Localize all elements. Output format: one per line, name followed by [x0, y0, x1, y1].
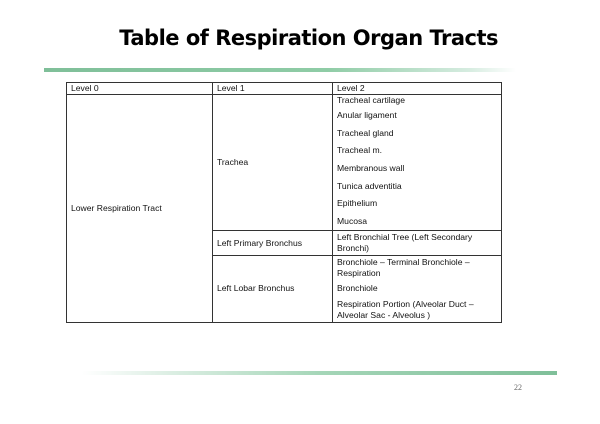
level2-cell: Left Bronchial Tree (Left Secondary Bron… — [332, 230, 502, 257]
table-header-row: Level 0 Level 1 Level 2 — [66, 82, 502, 95]
level2-item: Bronchiole — [337, 283, 378, 294]
level2-item: Tracheal gland — [337, 127, 394, 138]
level1-cell: Left Primary Bronchus — [212, 230, 333, 257]
header-level-1: Level 1 — [212, 82, 333, 95]
page-number: 22 — [514, 383, 522, 392]
level1-cell: Trachea — [212, 93, 333, 232]
level2-item: Membranous wall — [337, 163, 405, 174]
page-title: Table of Respiration Organ Tracts — [119, 26, 498, 50]
level2-item: Tracheal cartilage — [337, 95, 405, 105]
level2-item: Left Bronchial Tree (Left Secondary Bron… — [337, 232, 473, 254]
level1-cell: Left Lobar Bronchus — [212, 255, 333, 323]
table-row: Lower Respiration Tract Trachea Tracheal… — [66, 93, 502, 323]
top-accent-bar — [44, 68, 516, 72]
header-level-0: Level 0 — [66, 82, 213, 95]
bottom-accent-bar — [82, 371, 557, 375]
respiration-tract-table: Level 0 Level 1 Level 2 Lower Respiratio… — [66, 82, 502, 323]
level2-item: Bronchiole – Terminal Bronchiole – Respi… — [337, 257, 470, 279]
level2-item: Anular ligament — [337, 110, 397, 121]
level2-item: Tracheal m. — [337, 145, 383, 156]
level2-item: Epithelium — [337, 198, 378, 209]
level2-item: Tunica adventitia — [337, 180, 402, 191]
header-level-2: Level 2 — [332, 82, 502, 95]
level2-item: Respiration Portion (Alveolar Duct – Alv… — [337, 298, 474, 320]
level2-cell: Tracheal cartilage Anular ligament Trach… — [332, 93, 502, 232]
table-row: Left Lobar Bronchus Bronchiole – Termina… — [67, 255, 502, 323]
level2-item: Mucosa — [337, 215, 368, 226]
level2-cell: Bronchiole – Terminal Bronchiole – Respi… — [332, 255, 502, 323]
level0-cell: Lower Respiration Tract — [66, 94, 213, 323]
table-row: Left Primary Bronchus Left Bronchial Tre… — [67, 230, 502, 257]
